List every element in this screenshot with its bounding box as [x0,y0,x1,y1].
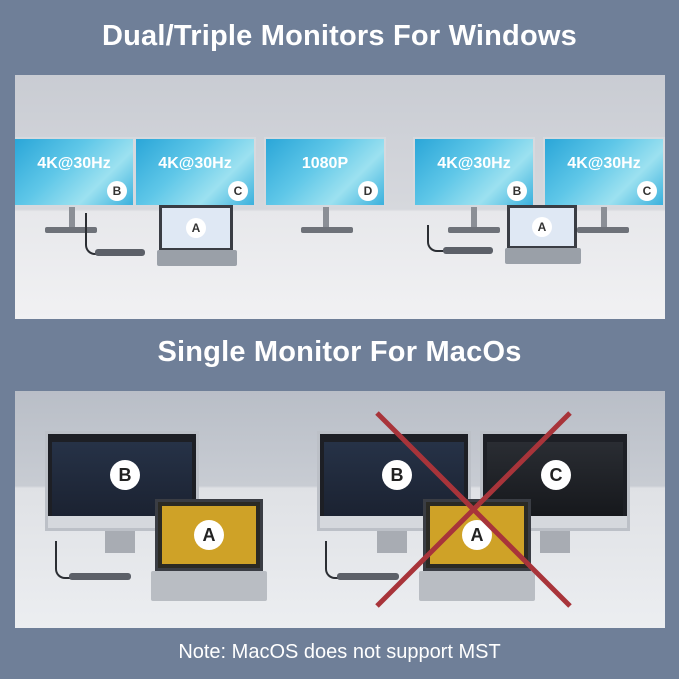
badge-b: B [107,181,127,201]
monitor-b: 4K@30Hz B [413,137,535,207]
title-windows: Dual/Triple Monitors For Windows [102,20,577,52]
not-supported-cross [375,411,572,608]
usb-hub [69,573,131,580]
monitor-d: 1080P D [264,137,386,207]
laptop-base [505,248,581,264]
monitor-stand [540,531,570,553]
monitor-stand [377,531,407,553]
monitor-foot [45,227,97,233]
badge-a: A [194,520,224,550]
macos-panel: B A B C A [15,391,665,628]
badge-c: C [637,181,657,201]
laptop-base [157,250,237,266]
monitor-label: 4K@30Hz [567,155,641,172]
monitor-label: 1080P [301,155,349,172]
laptop-screen: A [507,205,577,249]
title-macos: Single Monitor For MacOs [157,336,522,368]
monitor-b: 4K@30Hz B [15,137,135,207]
monitor-c: 4K@30Hz C [134,137,256,207]
usb-hub [443,247,493,254]
monitor-foot [577,227,629,233]
monitor-stand [105,531,135,553]
badge-b: B [110,460,140,490]
monitor-stand [323,207,329,229]
monitor-stand [471,207,477,229]
monitor-label: 4K@30Hz [158,155,232,172]
badge-a: A [186,218,206,238]
laptop-screen: A [155,499,263,571]
badge-b: B [382,460,412,490]
monitor-foot [301,227,353,233]
badge-c: C [228,181,248,201]
laptop-base [151,571,267,601]
badge-a: A [532,217,552,237]
monitor-label: 4K@30Hz [437,155,511,172]
windows-panel: 4K@30Hz B 4K@30Hz C 1080P D A 4K@30Hz B … [15,75,665,319]
laptop-screen: A [159,205,233,251]
monitor-c: 4K@30Hz C [543,137,665,207]
badge-c: C [541,460,571,490]
monitor-foot [448,227,500,233]
laptop-base [419,571,535,601]
mst-note: Note: MacOS does not support MST [178,641,501,663]
monitor-label: 4K@30Hz [37,155,111,172]
monitor-stand [69,207,75,229]
badge-d: D [358,181,378,201]
badge-b: B [507,181,527,201]
usb-hub [337,573,399,580]
cross-line [375,411,572,608]
laptop-screen: A [423,499,531,571]
usb-hub [95,249,145,256]
monitor-stand [601,207,607,229]
